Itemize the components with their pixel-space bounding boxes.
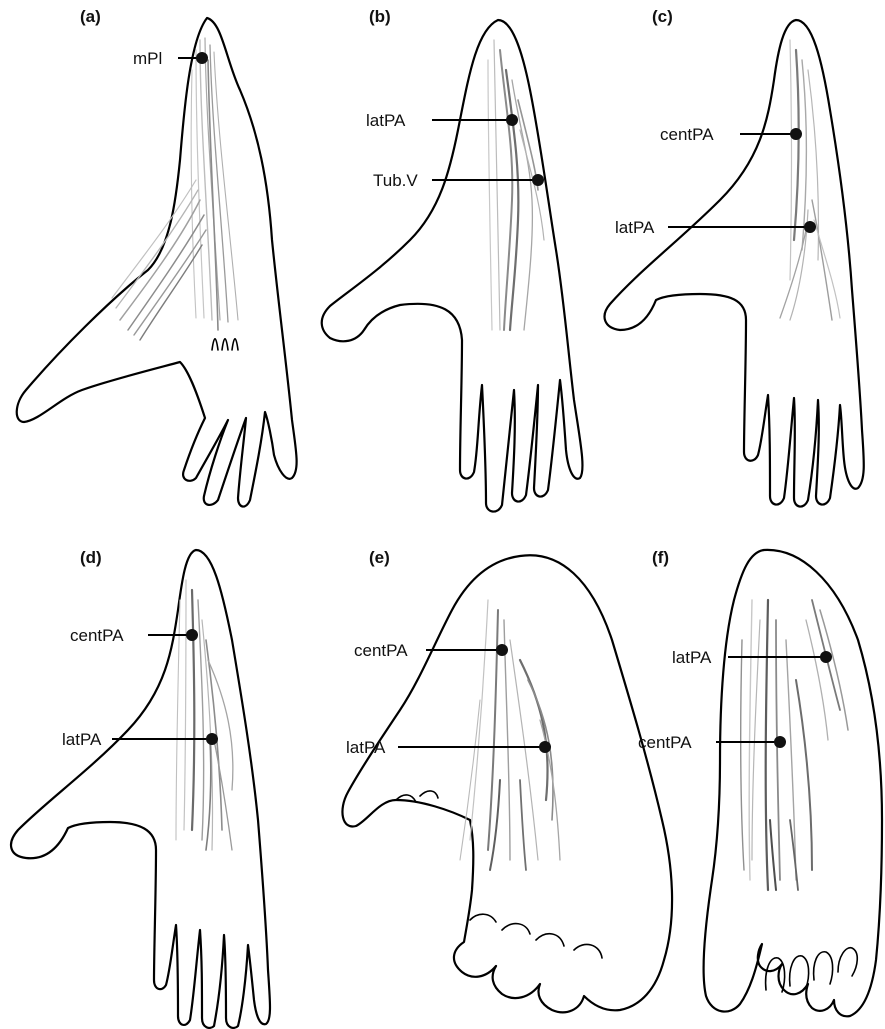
panel-letter-c: (c) — [652, 7, 673, 26]
panel-f: (f) latPA centPA — [638, 548, 882, 1016]
marker-latpa-b — [506, 114, 518, 126]
marker-centpa-e — [496, 644, 508, 656]
label-centpa-d: centPA — [70, 626, 124, 645]
panel-c: (c) centPA latPA — [605, 7, 864, 507]
label-latpa-b: latPA — [366, 111, 406, 130]
foot-outline-a — [17, 18, 297, 507]
label-latpa-c: latPA — [615, 218, 655, 237]
marker-centpa-f — [774, 736, 786, 748]
foot-outline-b — [322, 20, 583, 512]
label-centpa-e: centPA — [354, 641, 408, 660]
label-centpa-f: centPA — [638, 733, 692, 752]
label-latpa-d: latPA — [62, 730, 102, 749]
marker-latpa-f — [820, 651, 832, 663]
foot-outline-d — [11, 550, 270, 1028]
foot-outline-e — [342, 555, 672, 1012]
label-centpa-c: centPA — [660, 125, 714, 144]
panel-a: (a) mPl — [17, 7, 297, 507]
marker-tubv-b — [532, 174, 544, 186]
label-latpa-e: latPA — [346, 738, 386, 757]
marker-latpa-d — [206, 733, 218, 745]
panel-letter-a: (a) — [80, 7, 101, 26]
foot-outline-c — [605, 20, 864, 507]
panel-b: (b) latPA Tub.V — [322, 7, 583, 512]
marker-mpl-a — [196, 52, 208, 64]
marker-latpa-e — [539, 741, 551, 753]
panel-letter-d: (d) — [80, 548, 102, 567]
marker-centpa-c — [790, 128, 802, 140]
panel-letter-f: (f) — [652, 548, 669, 567]
label-mpl-a: mPl — [133, 49, 162, 68]
marker-latpa-c — [804, 221, 816, 233]
panel-d: (d) centPA latPA — [11, 548, 270, 1028]
panel-letter-e: (e) — [369, 548, 390, 567]
label-tubv-b: Tub.V — [373, 171, 418, 190]
panel-e: (e) centPA latPA — [342, 548, 672, 1012]
marker-centpa-d — [186, 629, 198, 641]
label-latpa-f: latPA — [672, 648, 712, 667]
panel-letter-b: (b) — [369, 7, 391, 26]
